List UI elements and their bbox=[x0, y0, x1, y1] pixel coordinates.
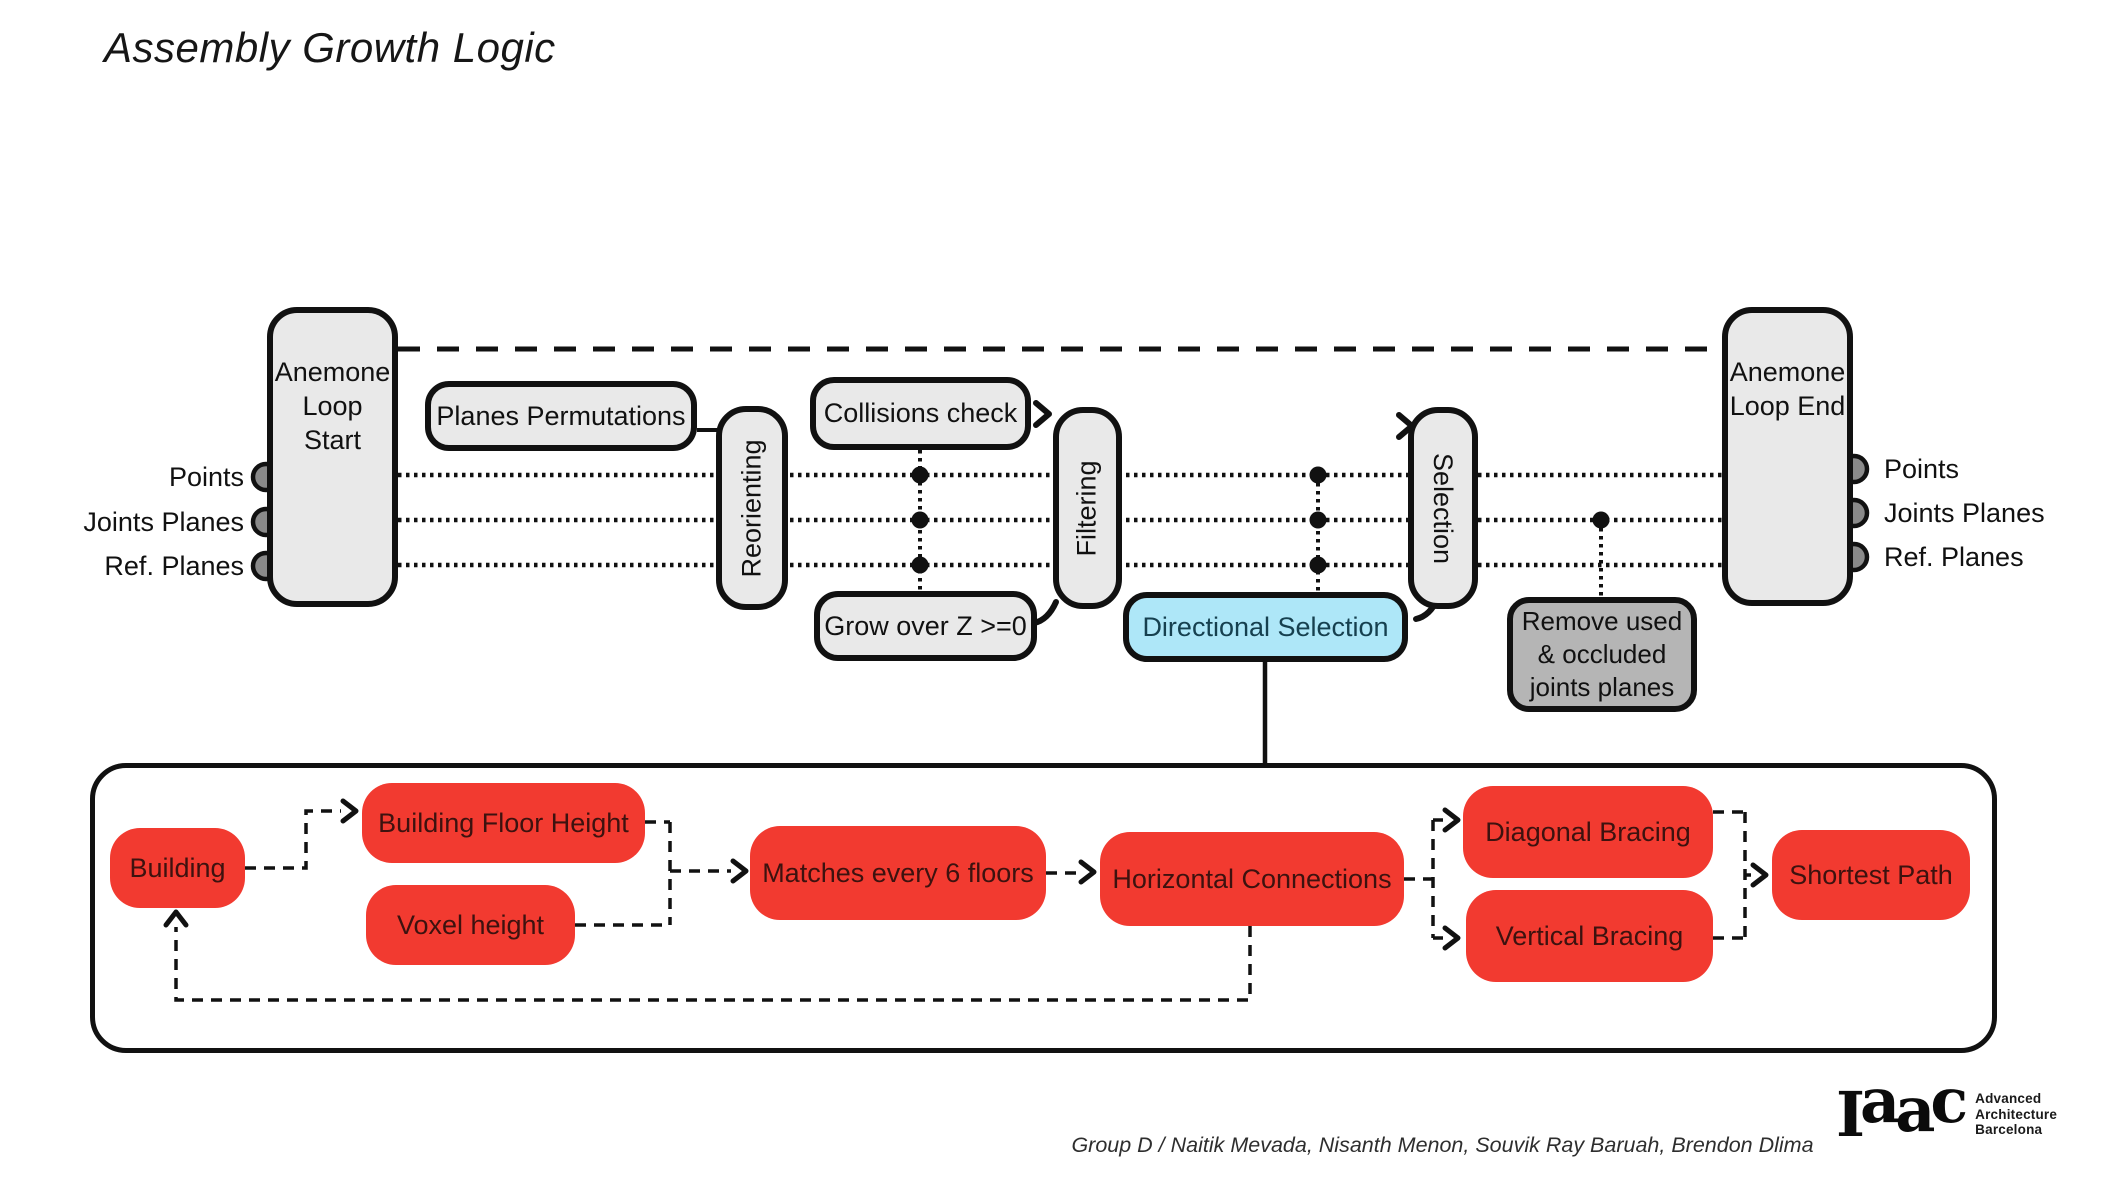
node-building-floor-height-label: Building Floor Height bbox=[378, 808, 629, 838]
node-voxel-height: Voxel height bbox=[366, 885, 575, 965]
node-building-label: Building bbox=[129, 853, 226, 883]
node-reorienting-label: Reorienting bbox=[736, 438, 767, 578]
input-label-points: Points bbox=[168, 462, 244, 492]
iaac-logo-subtitle-line2: Architecture bbox=[1975, 1106, 2058, 1122]
node-shortest-path-label: Shortest Path bbox=[1789, 860, 1953, 890]
node-anemone-loop-start-label: Anemone Loop Start bbox=[274, 357, 391, 455]
iaac-logo-subtitle-line1: Advanced bbox=[1975, 1091, 2042, 1106]
node-voxel-height-label: Voxel height bbox=[396, 910, 545, 940]
sub-flow-container bbox=[90, 763, 1997, 1053]
node-planes-permutations-label: Planes Permutations bbox=[436, 400, 686, 431]
node-directional-selection: Directional Selection bbox=[1123, 592, 1408, 662]
node-selection-label: Selection bbox=[1428, 452, 1459, 564]
node-reorienting: Reorienting bbox=[716, 406, 788, 610]
iaac-logo-subtitle-line3: Barcelona bbox=[1975, 1122, 2043, 1137]
node-building: Building bbox=[110, 828, 245, 908]
output-label-joints-planes: Joints Planes bbox=[1884, 498, 2045, 528]
page-title: Assembly Growth Logic bbox=[104, 24, 556, 71]
collisions-to-filtering-arrow bbox=[1033, 400, 1052, 428]
grow-to-filtering-hook bbox=[1031, 599, 1059, 626]
node-shortest-path: Shortest Path bbox=[1772, 830, 1970, 920]
output-label-points: Points bbox=[1884, 454, 1960, 484]
node-diagonal-bracing-label: Diagonal Bracing bbox=[1485, 817, 1691, 847]
node-remove-used-label: Remove used & occluded joints planes bbox=[1521, 606, 1683, 702]
node-grow-over-z: Grow over Z >=0 bbox=[814, 591, 1037, 661]
iaac-logo: Iaac Advanced Architecture Barcelona bbox=[1836, 1064, 2057, 1151]
node-horizontal-connections-label: Horizontal Connections bbox=[1112, 864, 1392, 894]
node-matches-every-6-floors: Matches every 6 floors bbox=[750, 826, 1046, 920]
node-remove-used-joints-planes: Remove used & occluded joints planes bbox=[1507, 597, 1697, 712]
node-grow-over-z-label: Grow over Z >=0 bbox=[824, 610, 1027, 641]
node-building-floor-height: Building Floor Height bbox=[362, 783, 645, 863]
node-filtering-label: Filtering bbox=[1072, 459, 1102, 557]
input-label-ref-planes: Ref. Planes bbox=[104, 551, 244, 581]
node-filtering: Filtering bbox=[1053, 407, 1122, 609]
node-collisions-check-label: Collisions check bbox=[823, 398, 1018, 428]
input-label-joints-planes: Joints Planes bbox=[83, 507, 244, 537]
junction-dots bbox=[911, 466, 1610, 574]
node-vertical-bracing: Vertical Bracing bbox=[1466, 890, 1713, 982]
credits-text: Group D / Naitik Mevada, Nisanth Menon, … bbox=[1071, 1133, 1814, 1157]
node-selection: Selection bbox=[1408, 407, 1478, 609]
node-diagonal-bracing: Diagonal Bracing bbox=[1463, 786, 1713, 878]
node-planes-permutations: Planes Permutations bbox=[425, 381, 697, 451]
iaac-logo-subtitle: Advanced Architecture Barcelona bbox=[1975, 1084, 2057, 1138]
node-vertical-bracing-label: Vertical Bracing bbox=[1495, 921, 1684, 951]
iaac-logo-wordmark: Iaac bbox=[1836, 1064, 1968, 1151]
output-label-ref-planes: Ref. Planes bbox=[1884, 542, 2024, 572]
node-anemone-loop-end-label: Anemone Loop End bbox=[1729, 357, 1846, 421]
node-anemone-loop-end: Anemone Loop End bbox=[1722, 307, 1853, 606]
node-matches-label: Matches every 6 floors bbox=[762, 858, 1034, 888]
node-collisions-check: Collisions check bbox=[810, 377, 1031, 450]
node-directional-selection-label: Directional Selection bbox=[1142, 611, 1389, 642]
node-anemone-loop-start: Anemone Loop Start bbox=[267, 307, 398, 607]
node-horizontal-connections: Horizontal Connections bbox=[1100, 832, 1404, 926]
